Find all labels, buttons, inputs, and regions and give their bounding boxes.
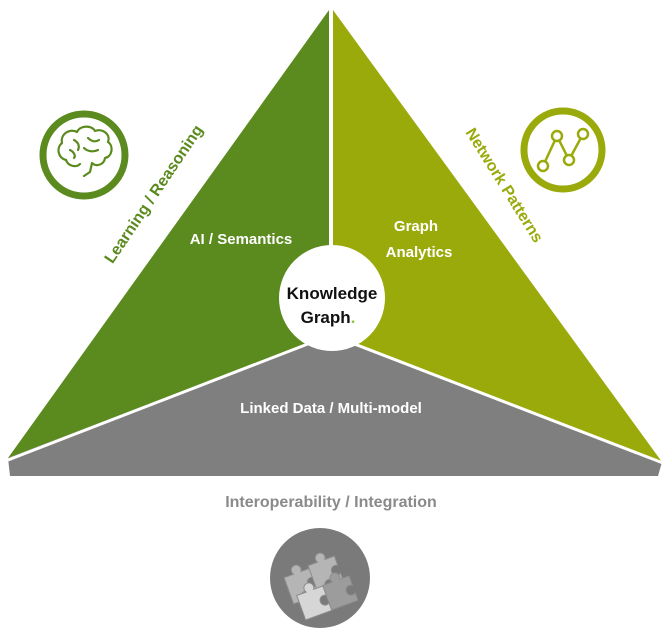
left-segment xyxy=(8,10,329,458)
bottom-label: Interoperability / Integration xyxy=(225,494,437,511)
segment-label-right-line2: Analytics xyxy=(386,244,453,261)
center-circle xyxy=(279,245,385,351)
segment-label-left: AI / Semantics xyxy=(190,231,293,248)
center-title-dot: . xyxy=(351,308,356,327)
segment-label-right-line1: Graph xyxy=(394,218,438,235)
line-chart-icon xyxy=(520,107,606,193)
center-title-graph: Graph xyxy=(301,308,351,327)
divider-left xyxy=(7,333,332,462)
segment-label-bottom: Linked Data / Multi-model xyxy=(240,400,422,417)
center-title-line2: Graph. xyxy=(301,308,356,327)
divider-right xyxy=(330,333,664,465)
right-segment xyxy=(333,10,662,462)
brain-icon xyxy=(39,110,129,200)
puzzle-icon xyxy=(270,528,370,628)
center-title-line1: Knowledge xyxy=(287,284,378,303)
bottom-segment xyxy=(8,335,662,476)
